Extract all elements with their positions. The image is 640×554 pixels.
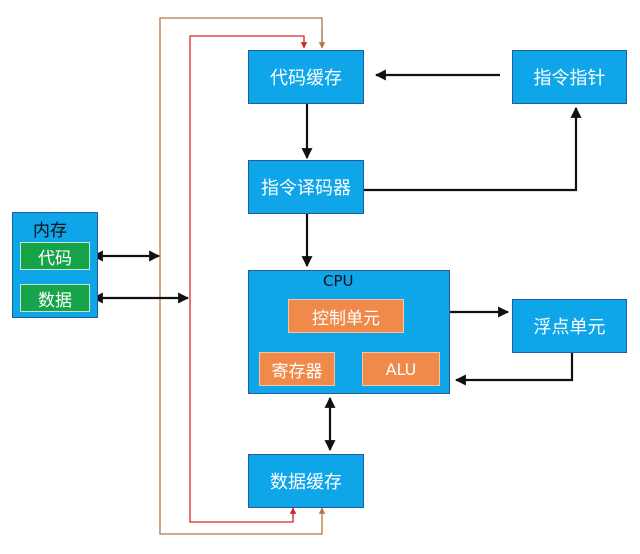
- code-cache-box: 代码缓存: [248, 50, 364, 104]
- data-cache-box: 数据缓存: [248, 454, 364, 508]
- instruction-decoder-box: 指令译码器: [248, 160, 364, 214]
- bus-inner-line: [189, 35, 308, 523]
- register-box: 寄存器: [259, 352, 335, 386]
- bus-outer-line: [159, 17, 326, 535]
- arrow-decoder-to-ip: [364, 106, 582, 192]
- memory-code-box: 代码: [20, 242, 90, 270]
- fpu-box: 浮点单元: [512, 299, 627, 353]
- arrow-fpu-to-alu: [454, 353, 574, 386]
- memory-data-box: 数据: [20, 284, 90, 312]
- memory-label: 内存: [33, 221, 67, 241]
- control-unit-box: 控制单元: [288, 299, 404, 333]
- instruction-pointer-box: 指令指针: [512, 50, 627, 104]
- alu-box: ALU: [362, 352, 440, 386]
- cpu-label: CPU: [323, 272, 354, 290]
